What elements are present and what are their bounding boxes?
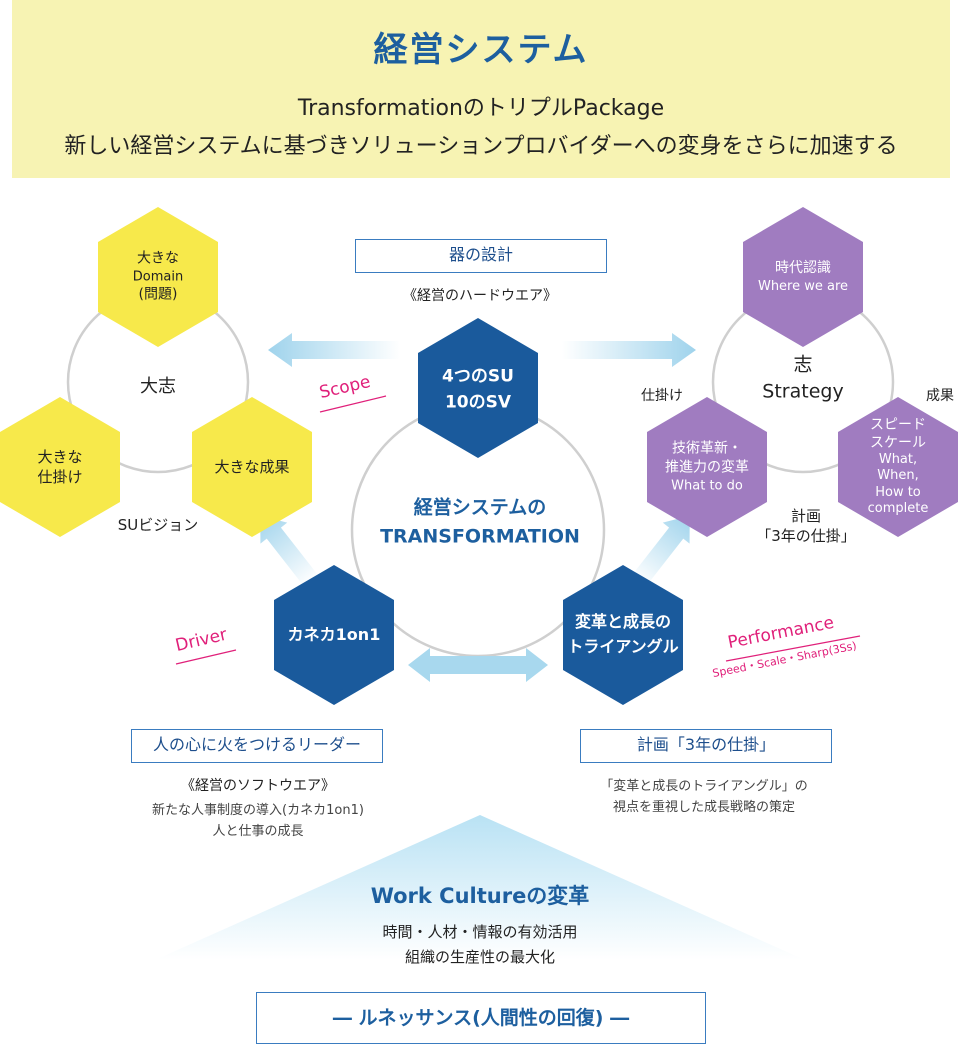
hex-purple-left bbox=[647, 397, 767, 537]
hex-blue-right bbox=[563, 565, 683, 705]
box-utsuwa-design: 器の設計 bbox=[355, 239, 607, 273]
su-vision-caption: SUビジョン bbox=[117, 516, 199, 534]
left-circle-label: 大志 bbox=[140, 376, 176, 397]
label-seika: 成果 bbox=[926, 388, 954, 404]
hex-purple-left-label: 技術革新・ 推進力の変革 What to do bbox=[665, 440, 749, 494]
scope-underline bbox=[319, 395, 387, 413]
hex-yellow-right bbox=[192, 397, 312, 537]
arrow-left-top bbox=[268, 333, 400, 367]
hex-yellow-top bbox=[98, 207, 218, 347]
header-description: 新しい経営システムに基づきソリューションプロバイダーへの変身をさらに加速する bbox=[64, 134, 898, 159]
header-subtitle: TransformationのトリプルPackage bbox=[297, 96, 665, 121]
hex-blue-top bbox=[418, 318, 538, 458]
renaissance-box: ― ルネッサンス(人間性の回復) ― bbox=[256, 992, 706, 1044]
hex-purple-right-label: スピード スケール What, When, How to complete bbox=[867, 417, 929, 516]
box-leader: 人の心に火をつけるリーダー bbox=[131, 729, 383, 763]
hex-purple-top bbox=[743, 207, 863, 347]
hex-blue-right-label: 変革と成長の トライアングル bbox=[567, 612, 679, 656]
bottom-right-line1: 「変革と成長のトライアングル」の bbox=[600, 779, 808, 794]
hardware-subtitle: 《経営のハードウエア》 bbox=[403, 288, 557, 304]
bottom-left-line2: 人と仕事の成長 bbox=[212, 824, 304, 839]
hex-purple-right bbox=[838, 397, 958, 537]
work-culture-triangle bbox=[155, 815, 805, 960]
hex-yellow-right-label: 大きな成果 bbox=[214, 457, 290, 476]
arrow-double-bottom bbox=[408, 648, 548, 682]
bottom-right-line2: 視点を重視した成長戦略の策定 bbox=[612, 800, 796, 815]
performance-underline bbox=[725, 635, 861, 662]
arrow-right-top bbox=[562, 333, 696, 367]
arrow-diag-left bbox=[260, 515, 320, 588]
label-keikaku: 計画 「3年の仕掛」 bbox=[756, 506, 856, 545]
header-banner bbox=[12, 0, 950, 178]
right-circle-label: 志 Strategy bbox=[762, 353, 844, 402]
hex-purple-top-label: 時代認識 Where we are bbox=[757, 259, 849, 294]
driver-underline bbox=[175, 649, 237, 665]
page-title: 経営システム bbox=[373, 30, 589, 70]
bottom-left-line1: 新たな人事制度の導入(カネカ1on1) bbox=[152, 803, 364, 818]
work-culture-line1: 時間・人材・情報の有効活用 bbox=[382, 923, 578, 941]
center-circle-label: 経営システムの TRANSFORMATION bbox=[380, 496, 580, 548]
arrow-diag-right bbox=[630, 515, 690, 588]
hex-yellow-left bbox=[0, 397, 120, 537]
label-shikake: 仕掛け bbox=[641, 388, 683, 404]
box-plan: 計画「3年の仕掛」 bbox=[580, 729, 832, 763]
hex-blue-left bbox=[274, 565, 394, 705]
work-culture-line2: 組織の生産性の最大化 bbox=[404, 948, 556, 966]
software-subtitle: 《経営のソフトウエア》 bbox=[181, 778, 335, 794]
hex-blue-left-label: カネカ1on1 bbox=[287, 625, 381, 645]
hex-yellow-left-label: 大きな 仕掛け bbox=[37, 447, 83, 486]
hex-blue-top-label: 4つのSU 10のSV bbox=[442, 366, 514, 413]
hex-yellow-top-label: 大きな Domain (問題) bbox=[132, 250, 184, 303]
work-culture-title: Work Cultureの変革 bbox=[370, 884, 590, 908]
